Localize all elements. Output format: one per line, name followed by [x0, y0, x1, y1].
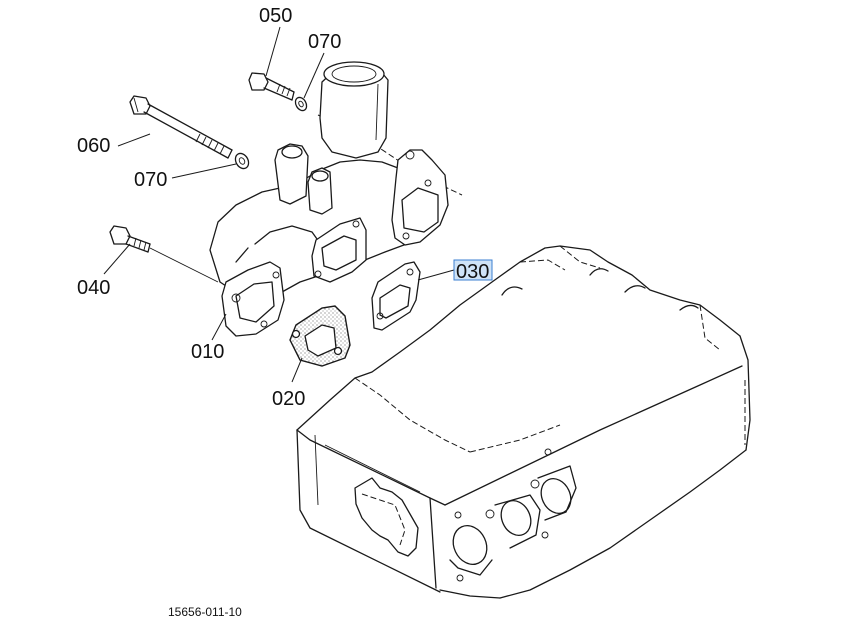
cylinder-head	[296, 245, 751, 599]
bolt-050	[248, 72, 295, 101]
manifold-010	[209, 61, 449, 337]
callout-030[interactable]: 030	[456, 261, 489, 283]
washer-070-mid	[234, 152, 250, 170]
leader-lines	[103, 26, 455, 383]
callout-030-highlight	[453, 259, 493, 281]
drawing-code: 15656-011-10	[168, 605, 242, 619]
callout-010[interactable]: 010	[191, 341, 224, 363]
bolt-060	[129, 95, 233, 159]
gasket-030	[371, 261, 421, 331]
callout-070-top[interactable]: 070	[308, 31, 341, 53]
washer-070-top	[294, 96, 308, 112]
callout-020[interactable]: 020	[272, 388, 305, 410]
callout-060[interactable]: 060	[77, 135, 110, 157]
callout-040[interactable]: 040	[77, 277, 110, 299]
callout-070-mid[interactable]: 070	[134, 169, 167, 191]
callout-050[interactable]: 050	[259, 5, 292, 27]
bolt-040	[109, 225, 219, 283]
gasket-020	[289, 305, 351, 367]
